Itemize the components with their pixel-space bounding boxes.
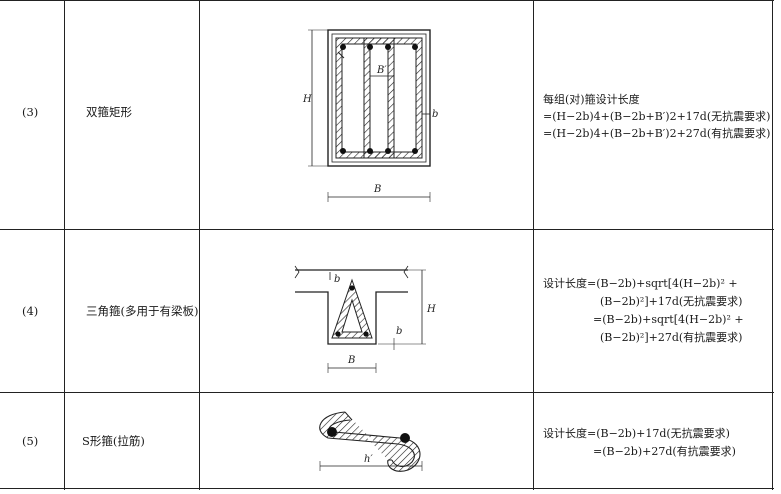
formula-line: (B−2b)²]+17d(无抗震要求): [600, 295, 743, 308]
row-name: 双箍矩形: [86, 105, 132, 119]
t-beam-outline: [295, 269, 408, 345]
double-rect-stirrup-diagram: B′ H b B: [302, 29, 438, 202]
dim-label-b-side: b: [396, 326, 402, 337]
dim-label-B: B: [373, 184, 381, 195]
row-index: (4): [22, 304, 39, 318]
row-divider-3-4: [0, 229, 774, 230]
formula-line: =(H−2b)4+(B−2b+B′)2+27d(有抗震要求): [543, 127, 771, 140]
triangle-stirrup: [331, 278, 373, 339]
dim-label-H: H: [426, 304, 436, 315]
formula-line: 设计长度=(B−2b)+17d(无抗震要求): [543, 427, 730, 440]
row-divider-4-5: [0, 392, 774, 393]
rebar-dot: [327, 427, 337, 437]
dim-label-b: b: [432, 109, 438, 120]
rebar-dot: [340, 44, 346, 50]
rebar-dot: [385, 148, 391, 154]
formula-line: 设计长度=(B−2b)+sqrt[4(H−2b)² +: [543, 277, 738, 290]
rebar-dot: [340, 148, 346, 154]
rebar-dot: [412, 44, 418, 50]
formula-line: (B−2b)²]+27d(有抗震要求): [600, 331, 743, 344]
s-tie-diagram: h′: [319, 411, 423, 472]
section-outline: [327, 29, 431, 167]
col-divider-1: [64, 0, 65, 490]
formula-line: =(B−2b)+sqrt[4(H−2b)² +: [593, 313, 744, 326]
col-divider-3: [533, 0, 534, 490]
row-name: 三角箍(多用于有梁板): [86, 304, 199, 318]
formula-line: 每组(对)箍设计长度: [543, 93, 640, 106]
rebar-dot: [367, 148, 373, 154]
rebar-dot: [363, 331, 369, 337]
dim-label-hprime: h′: [364, 454, 373, 465]
rebar-dot: [335, 331, 341, 337]
row-name: S形箍(拉筋): [82, 434, 145, 448]
formula-line: =(H−2b)4+(B−2b+B′)2+17d(无抗震要求): [543, 110, 771, 123]
formula-line: =(B−2b)+27d(有抗震要求): [593, 445, 736, 458]
col-divider-2: [199, 0, 200, 490]
row-divider-bottom: [0, 488, 774, 489]
rebar-dot: [367, 44, 373, 50]
rebar-dot: [412, 148, 418, 154]
inner-stirrup: [363, 37, 395, 159]
row-divider-top: [0, 0, 774, 1]
rebar-dot: [349, 285, 355, 291]
row-index: (3): [22, 105, 39, 119]
dim-label-H: H: [302, 94, 312, 105]
col-divider-4: [772, 0, 773, 490]
row-index: (5): [22, 434, 39, 448]
dim-label-b-top: b: [334, 274, 340, 285]
outer-stirrup: [335, 37, 423, 159]
dim-label-Bprime: B′: [376, 65, 387, 76]
triangular-stirrup-diagram: b H b B: [294, 265, 436, 373]
rebar-dot: [400, 433, 410, 443]
rebar-dot: [385, 44, 391, 50]
dim-label-B: B: [347, 355, 355, 366]
